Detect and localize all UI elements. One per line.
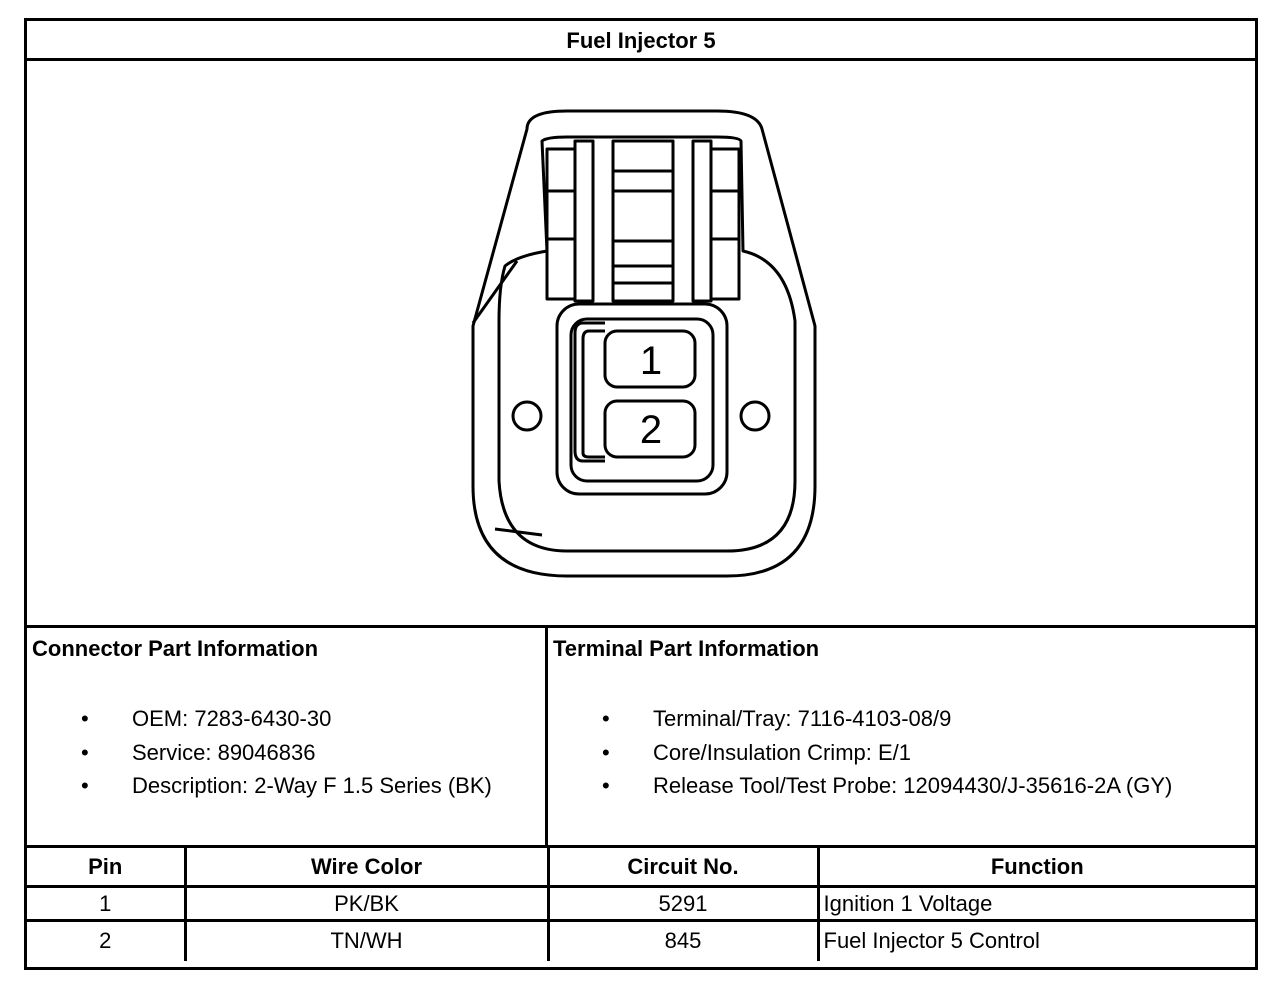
cavity-key xyxy=(581,329,605,459)
connector-oem: OEM: 7283-6430-30 xyxy=(132,706,332,731)
latch-right-tab xyxy=(709,147,741,301)
bullet-icon: • xyxy=(602,739,610,765)
mount-hole-left xyxy=(511,400,543,432)
latch-left-tab xyxy=(545,147,577,301)
connector-title: Fuel Injector 5 xyxy=(27,21,1255,61)
pinout-table: Pin Wire Color Circuit No. Function 1 PK… xyxy=(27,845,1255,961)
connector-part-info: Connector Part Information • OEM: 7283-64… xyxy=(27,625,548,845)
header-function: Function xyxy=(816,845,1255,888)
connector-face-drawing: 1 2 xyxy=(471,109,817,578)
terminal-part-info-heading: Terminal Part Information xyxy=(553,636,820,661)
pin-1-label: 1 xyxy=(640,339,662,383)
cell-circuit-no: 845 xyxy=(546,919,820,961)
connector-description: Description: 2-Way F 1.5 Series (BK) xyxy=(132,773,492,798)
bullet-icon: • xyxy=(81,706,89,731)
housing-inner xyxy=(497,135,797,553)
cell-wire-color: PK/BK xyxy=(183,885,550,922)
mount-hole-right xyxy=(739,400,771,432)
header-pin: Pin xyxy=(27,845,187,888)
terminal-crimp: Core/Insulation Crimp: E/1 xyxy=(653,739,911,765)
housing-outer xyxy=(471,109,817,578)
connector-part-info-heading: Connector Part Information xyxy=(32,636,319,661)
cell-pin: 1 xyxy=(27,885,187,922)
latch-right-post xyxy=(691,139,713,303)
cell-function: Fuel Injector 5 Control xyxy=(816,919,1255,961)
cell-pin: 2 xyxy=(27,919,187,961)
pin-2-cell xyxy=(603,399,697,459)
housing-corner-line xyxy=(471,260,519,324)
terminal-part-info: Terminal Part Information • Terminal/Tray… xyxy=(548,625,1255,845)
terminal-tray: Terminal/Tray: 7116-4103-08/9 xyxy=(653,706,952,731)
table-header-row: Pin Wire Color Circuit No. Function xyxy=(27,845,1255,888)
housing-corner-line xyxy=(494,527,543,537)
bullet-icon: • xyxy=(81,739,89,765)
connector-diagram: 1 2 xyxy=(27,61,1255,625)
bullet-icon: • xyxy=(81,773,89,798)
pin-2-label: 2 xyxy=(640,408,662,452)
latch-center xyxy=(611,139,675,303)
cell-wire-color: TN/WH xyxy=(183,919,550,961)
cavity-key xyxy=(573,321,605,463)
cavity-inner xyxy=(569,317,715,483)
table-row: 2 TN/WH 845 Fuel Injector 5 Control xyxy=(27,919,1255,961)
table-row: 1 PK/BK 5291 Ignition 1 Voltage xyxy=(27,885,1255,922)
cell-function: Ignition 1 Voltage xyxy=(816,885,1255,922)
connector-service: Service: 89046836 xyxy=(132,739,316,765)
cavity-outer xyxy=(555,302,729,496)
pin-1-cell xyxy=(603,329,697,389)
connector-frame: Fuel Injector 5 xyxy=(24,18,1258,970)
latch-left-post xyxy=(573,139,595,303)
cell-circuit-no: 5291 xyxy=(546,885,820,922)
bullet-icon: • xyxy=(602,706,610,731)
header-wire-color: Wire Color xyxy=(183,845,550,888)
bullet-icon: • xyxy=(602,773,610,798)
header-circuit-no: Circuit No. xyxy=(546,845,820,888)
terminal-release-tool: Release Tool/Test Probe: 12094430/J-3561… xyxy=(653,773,1173,798)
